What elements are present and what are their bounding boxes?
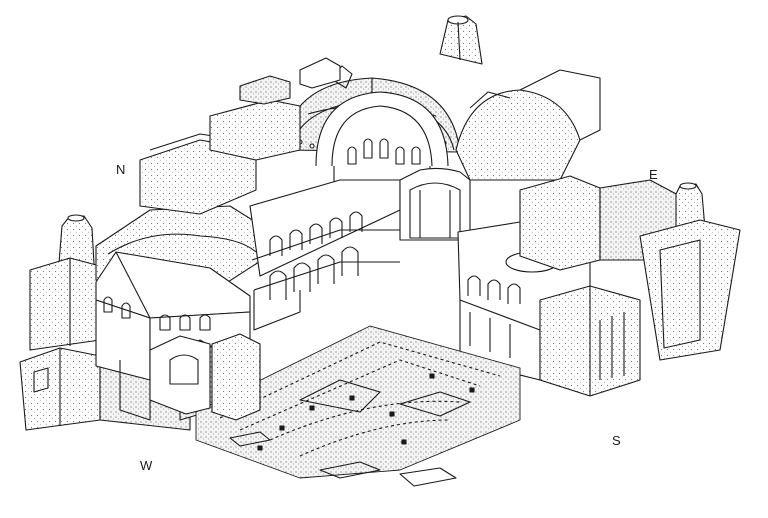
- gallery-arches: [269, 211, 363, 256]
- narthex-windows: [103, 296, 211, 331]
- plan-piers: [257, 373, 475, 451]
- atrium-ground-plan: [195, 325, 521, 487]
- clerestory-windows: [347, 138, 421, 165]
- rear-structures: [209, 57, 341, 161]
- north-gallery-colonnade: [249, 179, 401, 331]
- minaret-northwest: [29, 214, 101, 351]
- compass-south-label: S: [612, 433, 621, 448]
- east-semidome: [455, 69, 601, 181]
- compass-west-label: W: [140, 458, 153, 473]
- apse-end: [399, 167, 471, 241]
- minaret-east-top: [439, 15, 483, 65]
- ground-arcade: [269, 246, 359, 300]
- foreground-sections: [149, 333, 261, 421]
- south-arcade: [467, 275, 521, 304]
- compass-north-label: N: [116, 162, 126, 177]
- compass-east-label: E: [649, 167, 658, 182]
- minaret-east-right: [639, 182, 741, 361]
